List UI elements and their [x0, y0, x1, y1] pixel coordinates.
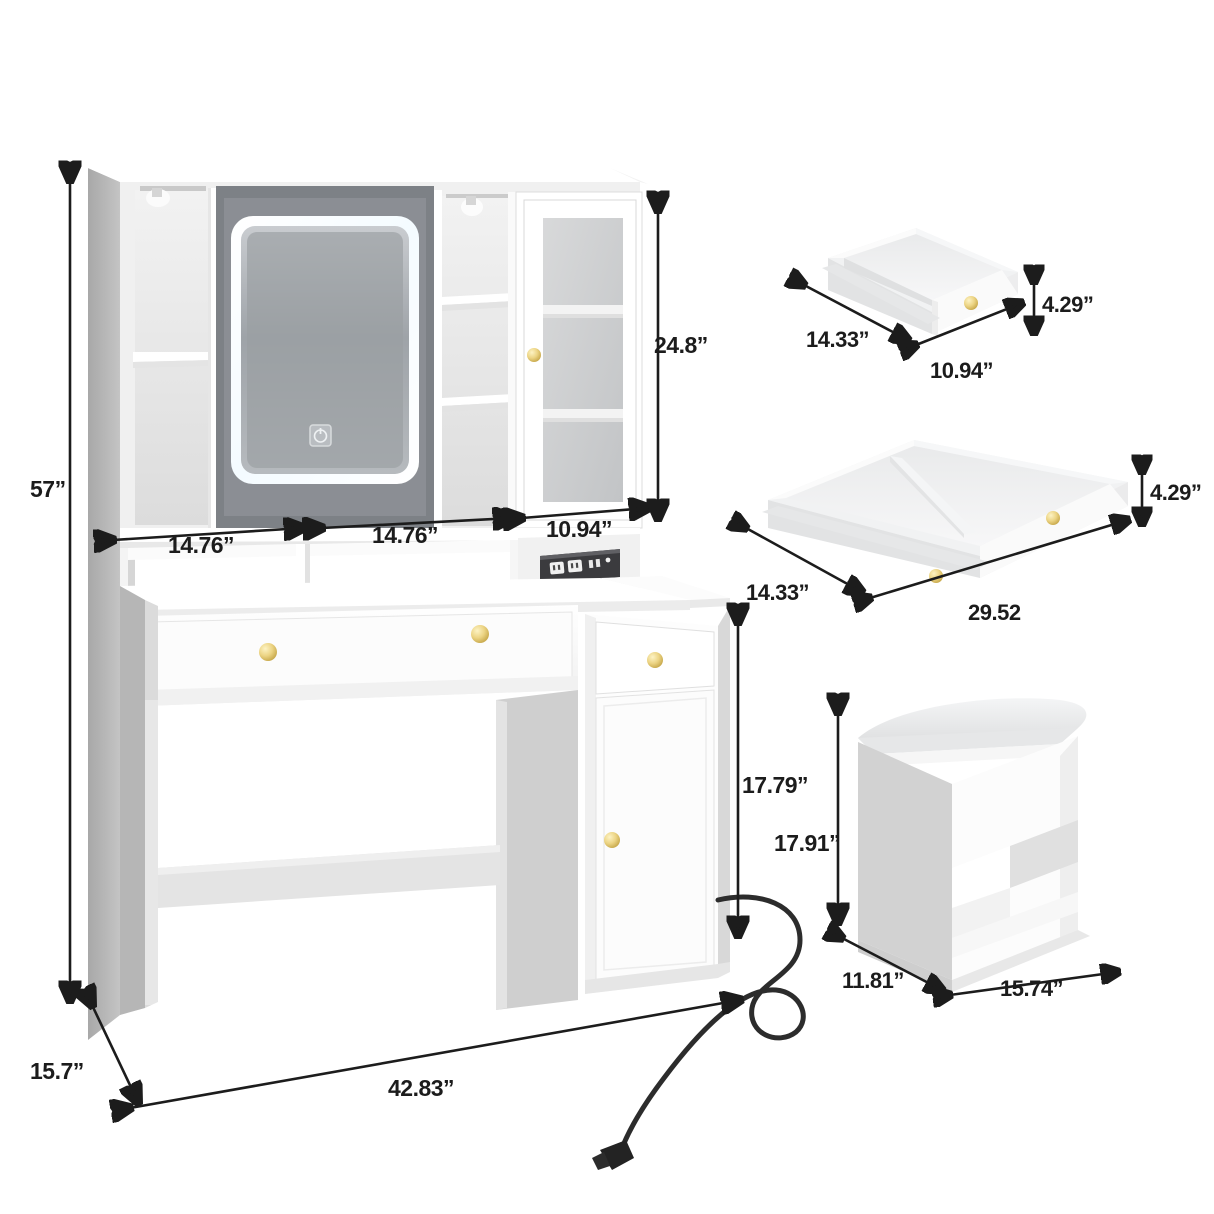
small-drawer-illustration — [822, 228, 1018, 336]
hutch-middle-shelf-column — [434, 190, 516, 528]
gold-knob-icon — [259, 643, 277, 661]
desk-top — [120, 576, 730, 620]
dim-hutch-cabinet-height: 24.8” — [654, 332, 708, 358]
vanity-left-side-panel — [88, 168, 135, 1040]
shelf-spot-light-icon — [140, 186, 206, 207]
large-drawer-illustration — [762, 440, 1128, 583]
desk-wide-drawer[interactable] — [145, 605, 578, 706]
dim-vanity-depth: 15.7” — [30, 1058, 84, 1084]
dim-small-drawer-height: 4.29” — [1042, 292, 1094, 317]
dim-vanity-overall-height: 57” — [30, 476, 66, 502]
dim-side-cabinet-height: 17.79” — [742, 772, 809, 798]
stool-illustration — [858, 698, 1090, 992]
power-cord-icon — [592, 894, 806, 1170]
power-strip-icon[interactable] — [540, 549, 620, 584]
dim-small-drawer-depth: 14.33” — [806, 327, 870, 352]
dim-vanity-width: 42.83” — [388, 1075, 455, 1101]
dim-hutch-left-shelf-width: 14.76” — [168, 532, 235, 558]
gold-knob-icon — [471, 625, 489, 643]
dim-large-drawer-height: 4.29” — [1150, 480, 1202, 505]
dim-small-drawer-width: 10.94” — [930, 358, 994, 383]
led-mirror — [231, 216, 419, 484]
dim-hutch-mirror-width: 14.76” — [372, 522, 439, 548]
gold-knob-icon — [929, 569, 943, 583]
dim-large-drawer-width: 29.52 — [968, 600, 1021, 625]
gold-knob-icon — [1046, 511, 1060, 525]
gold-knob-icon — [647, 652, 663, 668]
dim-stool-width: 15.74” — [1000, 976, 1064, 1001]
gold-knob-icon — [527, 348, 541, 362]
dim-hutch-cabinet-width: 10.94” — [546, 516, 613, 542]
desk-center-divider-panel — [496, 690, 578, 1010]
gold-knob-icon — [604, 832, 620, 848]
mirror-panel — [216, 186, 434, 528]
desk-left-leg — [120, 586, 158, 1015]
gold-knob-icon — [964, 296, 978, 310]
hutch-glass-cabinet[interactable] — [515, 191, 643, 529]
dimension-arrows — [70, 180, 1142, 1108]
desk-back-rail — [158, 845, 500, 908]
dim-large-drawer-depth: 14.33” — [746, 580, 810, 605]
dim-stool-height: 17.91” — [774, 830, 841, 856]
shelf-spot-light-icon-2 — [446, 194, 508, 216]
dim-stool-depth: 11.81” — [842, 968, 904, 993]
hutch-carcass — [88, 168, 648, 530]
mirror-touch-switch-icon[interactable] — [309, 424, 332, 447]
side-cabinet[interactable] — [585, 606, 730, 994]
